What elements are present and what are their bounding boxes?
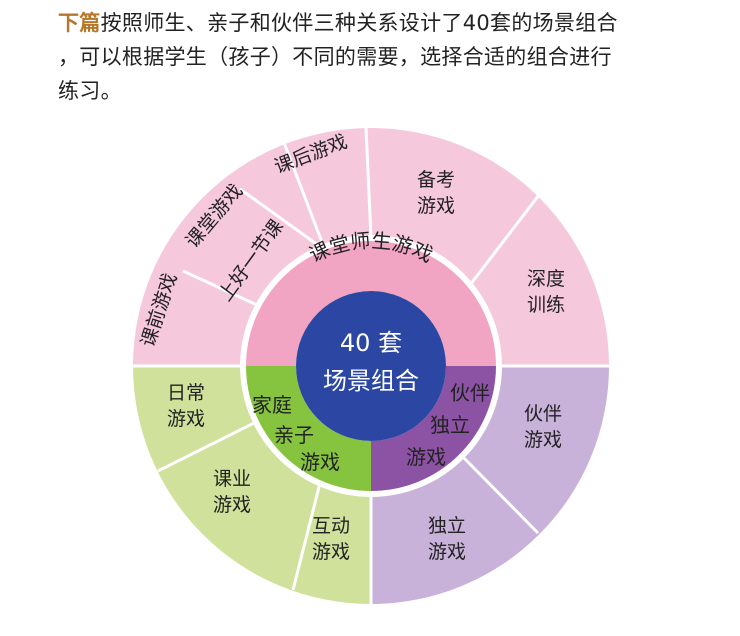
intro-line-3: 练习。 [58, 79, 122, 103]
outer-label-deep-training-1: 深度 [527, 268, 565, 290]
core-circle [296, 291, 446, 441]
inner-label-family-1: 家庭 [252, 393, 292, 417]
outer-label-partner-game-2: 游戏 [524, 429, 562, 451]
core-label-line1: 40 套 [340, 329, 402, 357]
outer-label-interactive-1: 互动 [312, 515, 350, 537]
intro-paragraph: 下篇按照师生、亲子和伙伴三种关系设计了40套的场景组合 ，可以根据学生（孩子）不… [58, 6, 698, 108]
outer-label-solo-1: 独立 [428, 515, 466, 537]
outer-label-solo-2: 游戏 [428, 541, 466, 563]
inner-label-partner-3: 游戏 [406, 445, 446, 469]
divider-partner [460, 454, 540, 535]
outer-label-interactive-2: 游戏 [312, 541, 350, 563]
divider-homework [291, 482, 322, 591]
inner-label-family-3: 游戏 [300, 450, 340, 474]
intro-highlight: 下篇 [58, 11, 101, 35]
intro-line-1: 下篇按照师生、亲子和伙伴三种关系设计了40套的场景组合 [58, 6, 698, 40]
divider-lines [133, 127, 609, 604]
divider-after-class [281, 139, 327, 251]
inner-label-partner-1: 伙伴 [450, 381, 490, 405]
inner-label-family-2: 亲子 [274, 423, 314, 447]
outer-label-exam-prep-2: 游戏 [417, 195, 455, 217]
outer-label-deep-training-2: 训练 [527, 294, 565, 316]
outer-sector-family [133, 366, 371, 604]
divider-daily [157, 420, 257, 473]
outer-sector-classroom [133, 128, 609, 366]
inner-sector-classroom [243, 238, 499, 366]
intro-line-2: ，可以根据学生（孩子）不同的需要，选择合适的组合进行 [58, 45, 612, 69]
divider-deep-training [468, 194, 541, 286]
inner-sector-family [243, 366, 371, 494]
divider-exam-prep [364, 127, 373, 239]
outer-label-partner-game-1: 伙伴 [524, 403, 562, 425]
outer-label-daily-2: 游戏 [167, 408, 205, 430]
inner-sector-partner [371, 366, 499, 494]
intro-line-1-text: 按照师生、亲子和伙伴三种关系设计了40套的场景组合 [100, 11, 618, 35]
inner-label-partner-2: 独立 [430, 413, 470, 437]
outer-label-homework-1: 课业 [213, 468, 251, 490]
main-dividers [133, 364, 609, 604]
outer-label-exam-prep-1: 备考 [417, 169, 455, 191]
outer-label-daily-1: 日常 [167, 382, 205, 404]
core-label-line2: 场景组合 [323, 367, 419, 395]
divider-in-class [239, 187, 323, 250]
divider-before-class [182, 269, 258, 307]
outer-label-homework-2: 游戏 [213, 494, 251, 516]
